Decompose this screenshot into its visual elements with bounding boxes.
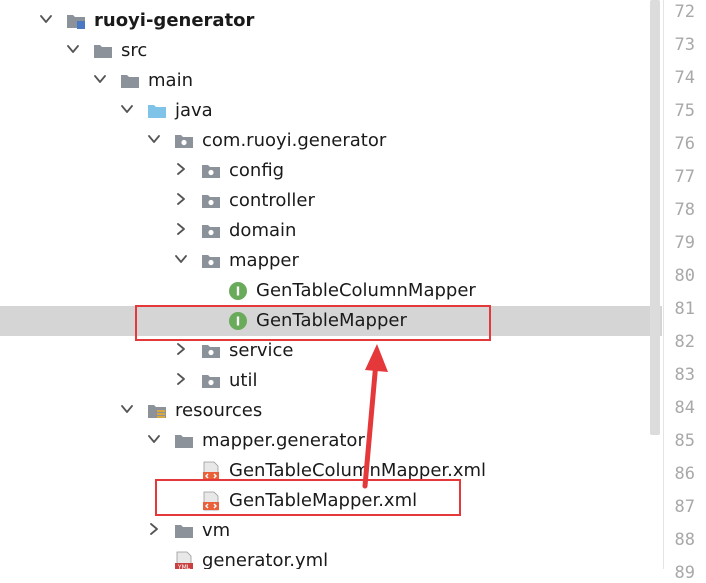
tree-node[interactable]: controller xyxy=(0,186,662,216)
line-number: 86 xyxy=(674,464,695,484)
tree-node[interactable]: mapper xyxy=(0,246,662,276)
tree-scrollbar[interactable] xyxy=(650,0,660,435)
package-icon xyxy=(201,221,221,241)
line-number: 78 xyxy=(674,200,695,220)
tree-node[interactable]: com.ruoyi.generator xyxy=(0,126,662,156)
tree-node[interactable]: ruoyi-generator xyxy=(0,6,662,36)
folder-icon xyxy=(174,521,194,541)
tree-node[interactable]: java xyxy=(0,96,662,126)
line-number: 75 xyxy=(674,101,695,121)
interface-icon: I xyxy=(228,281,248,301)
package-icon xyxy=(174,131,194,151)
tree-node[interactable]: GenTableMapper.xml xyxy=(0,486,662,516)
tree-node-label: vm xyxy=(202,520,231,541)
tree-node-label: controller xyxy=(229,190,315,211)
chevron-down-icon[interactable] xyxy=(148,433,160,445)
tree-node[interactable]: mapper.generator xyxy=(0,426,662,456)
line-number: 79 xyxy=(674,233,695,253)
tree-node-label: GenTableColumnMapper xyxy=(256,280,476,301)
chevron-down-icon[interactable] xyxy=(40,13,52,25)
line-number: 87 xyxy=(674,497,695,517)
line-number: 84 xyxy=(674,398,695,418)
line-number: 76 xyxy=(674,134,695,154)
chevron-right-icon[interactable] xyxy=(148,523,160,535)
folder-icon xyxy=(120,71,140,91)
chevron-right-icon[interactable] xyxy=(175,193,187,205)
line-number: 82 xyxy=(674,332,695,352)
line-number-gutter: 72 73 74 75 76 77 78 79 80 81 82 83 84 85 86 87 88 89 xyxy=(663,0,706,583)
tree-node-label: generator.yml xyxy=(202,550,329,569)
package-icon xyxy=(201,251,221,271)
package-icon xyxy=(201,341,221,361)
tree-node-label: GenTableMapper xyxy=(256,310,407,331)
tree-node[interactable]: config xyxy=(0,156,662,186)
chevron-down-icon[interactable] xyxy=(121,103,133,115)
tree-node-label: java xyxy=(175,100,213,121)
chevron-down-icon[interactable] xyxy=(121,403,133,415)
tree-node[interactable]: util xyxy=(0,366,662,396)
svg-text:I: I xyxy=(236,285,240,299)
svg-text:I: I xyxy=(236,315,240,329)
source-folder-icon xyxy=(147,101,167,121)
tree-node-label: mapper.generator xyxy=(202,430,365,451)
chevron-down-icon[interactable] xyxy=(175,253,187,265)
line-number: 72 xyxy=(674,2,695,22)
tree-node[interactable]: service xyxy=(0,336,662,366)
tree-node-label: resources xyxy=(175,400,263,421)
tree-node-label: mapper xyxy=(229,250,299,271)
line-number: 89 xyxy=(674,563,695,583)
line-number: 80 xyxy=(674,266,695,286)
tree-node-label: util xyxy=(229,370,258,391)
chevron-right-icon[interactable] xyxy=(175,223,187,235)
line-number: 85 xyxy=(674,431,695,451)
chevron-right-icon[interactable] xyxy=(175,163,187,175)
tree-node-label: domain xyxy=(229,220,297,241)
line-number: 77 xyxy=(674,167,695,187)
line-number: 81 xyxy=(674,299,695,319)
line-number: 74 xyxy=(674,68,695,88)
package-icon xyxy=(201,371,221,391)
tree-node-label: ruoyi-generator xyxy=(94,10,255,31)
tree-node-label: src xyxy=(121,40,148,61)
chevron-down-icon[interactable] xyxy=(94,73,106,85)
chevron-right-icon[interactable] xyxy=(175,343,187,355)
interface-icon: I xyxy=(228,311,248,331)
chevron-right-icon[interactable] xyxy=(175,373,187,385)
line-number: 83 xyxy=(674,365,695,385)
package-icon xyxy=(201,161,221,181)
svg-text:YML: YML xyxy=(177,564,191,569)
tree-node[interactable]: vm xyxy=(0,516,662,546)
tree-node-label: com.ruoyi.generator xyxy=(202,130,387,151)
tree-node-label: config xyxy=(229,160,285,181)
tree-node[interactable]: I GenTableMapper xyxy=(0,306,662,336)
resources-folder-icon xyxy=(147,401,167,421)
chevron-down-icon[interactable] xyxy=(67,43,79,55)
package-icon xyxy=(201,191,221,211)
yml-file-icon: YML xyxy=(174,551,194,569)
folder-icon xyxy=(174,431,194,451)
xml-file-icon xyxy=(201,461,221,481)
tree-node[interactable]: domain xyxy=(0,216,662,246)
tree-node[interactable]: YML generator.yml xyxy=(0,546,662,569)
xml-file-icon xyxy=(201,491,221,511)
folder-icon xyxy=(93,41,113,61)
tree-node-label: GenTableColumnMapper.xml xyxy=(229,460,487,481)
chevron-down-icon[interactable] xyxy=(148,133,160,145)
tree-node[interactable]: src xyxy=(0,36,662,66)
tree-node[interactable]: main xyxy=(0,66,662,96)
line-number: 88 xyxy=(674,530,695,550)
tree-node-label: service xyxy=(229,340,294,361)
tree-node[interactable]: I GenTableColumnMapper xyxy=(0,276,662,306)
tree-node-label: main xyxy=(148,70,193,91)
line-number: 73 xyxy=(674,35,695,55)
tree-node-label: GenTableMapper.xml xyxy=(229,490,418,511)
tree-node[interactable]: resources xyxy=(0,396,662,426)
tree-node[interactable]: GenTableColumnMapper.xml xyxy=(0,456,662,486)
module-folder-icon xyxy=(66,11,86,31)
